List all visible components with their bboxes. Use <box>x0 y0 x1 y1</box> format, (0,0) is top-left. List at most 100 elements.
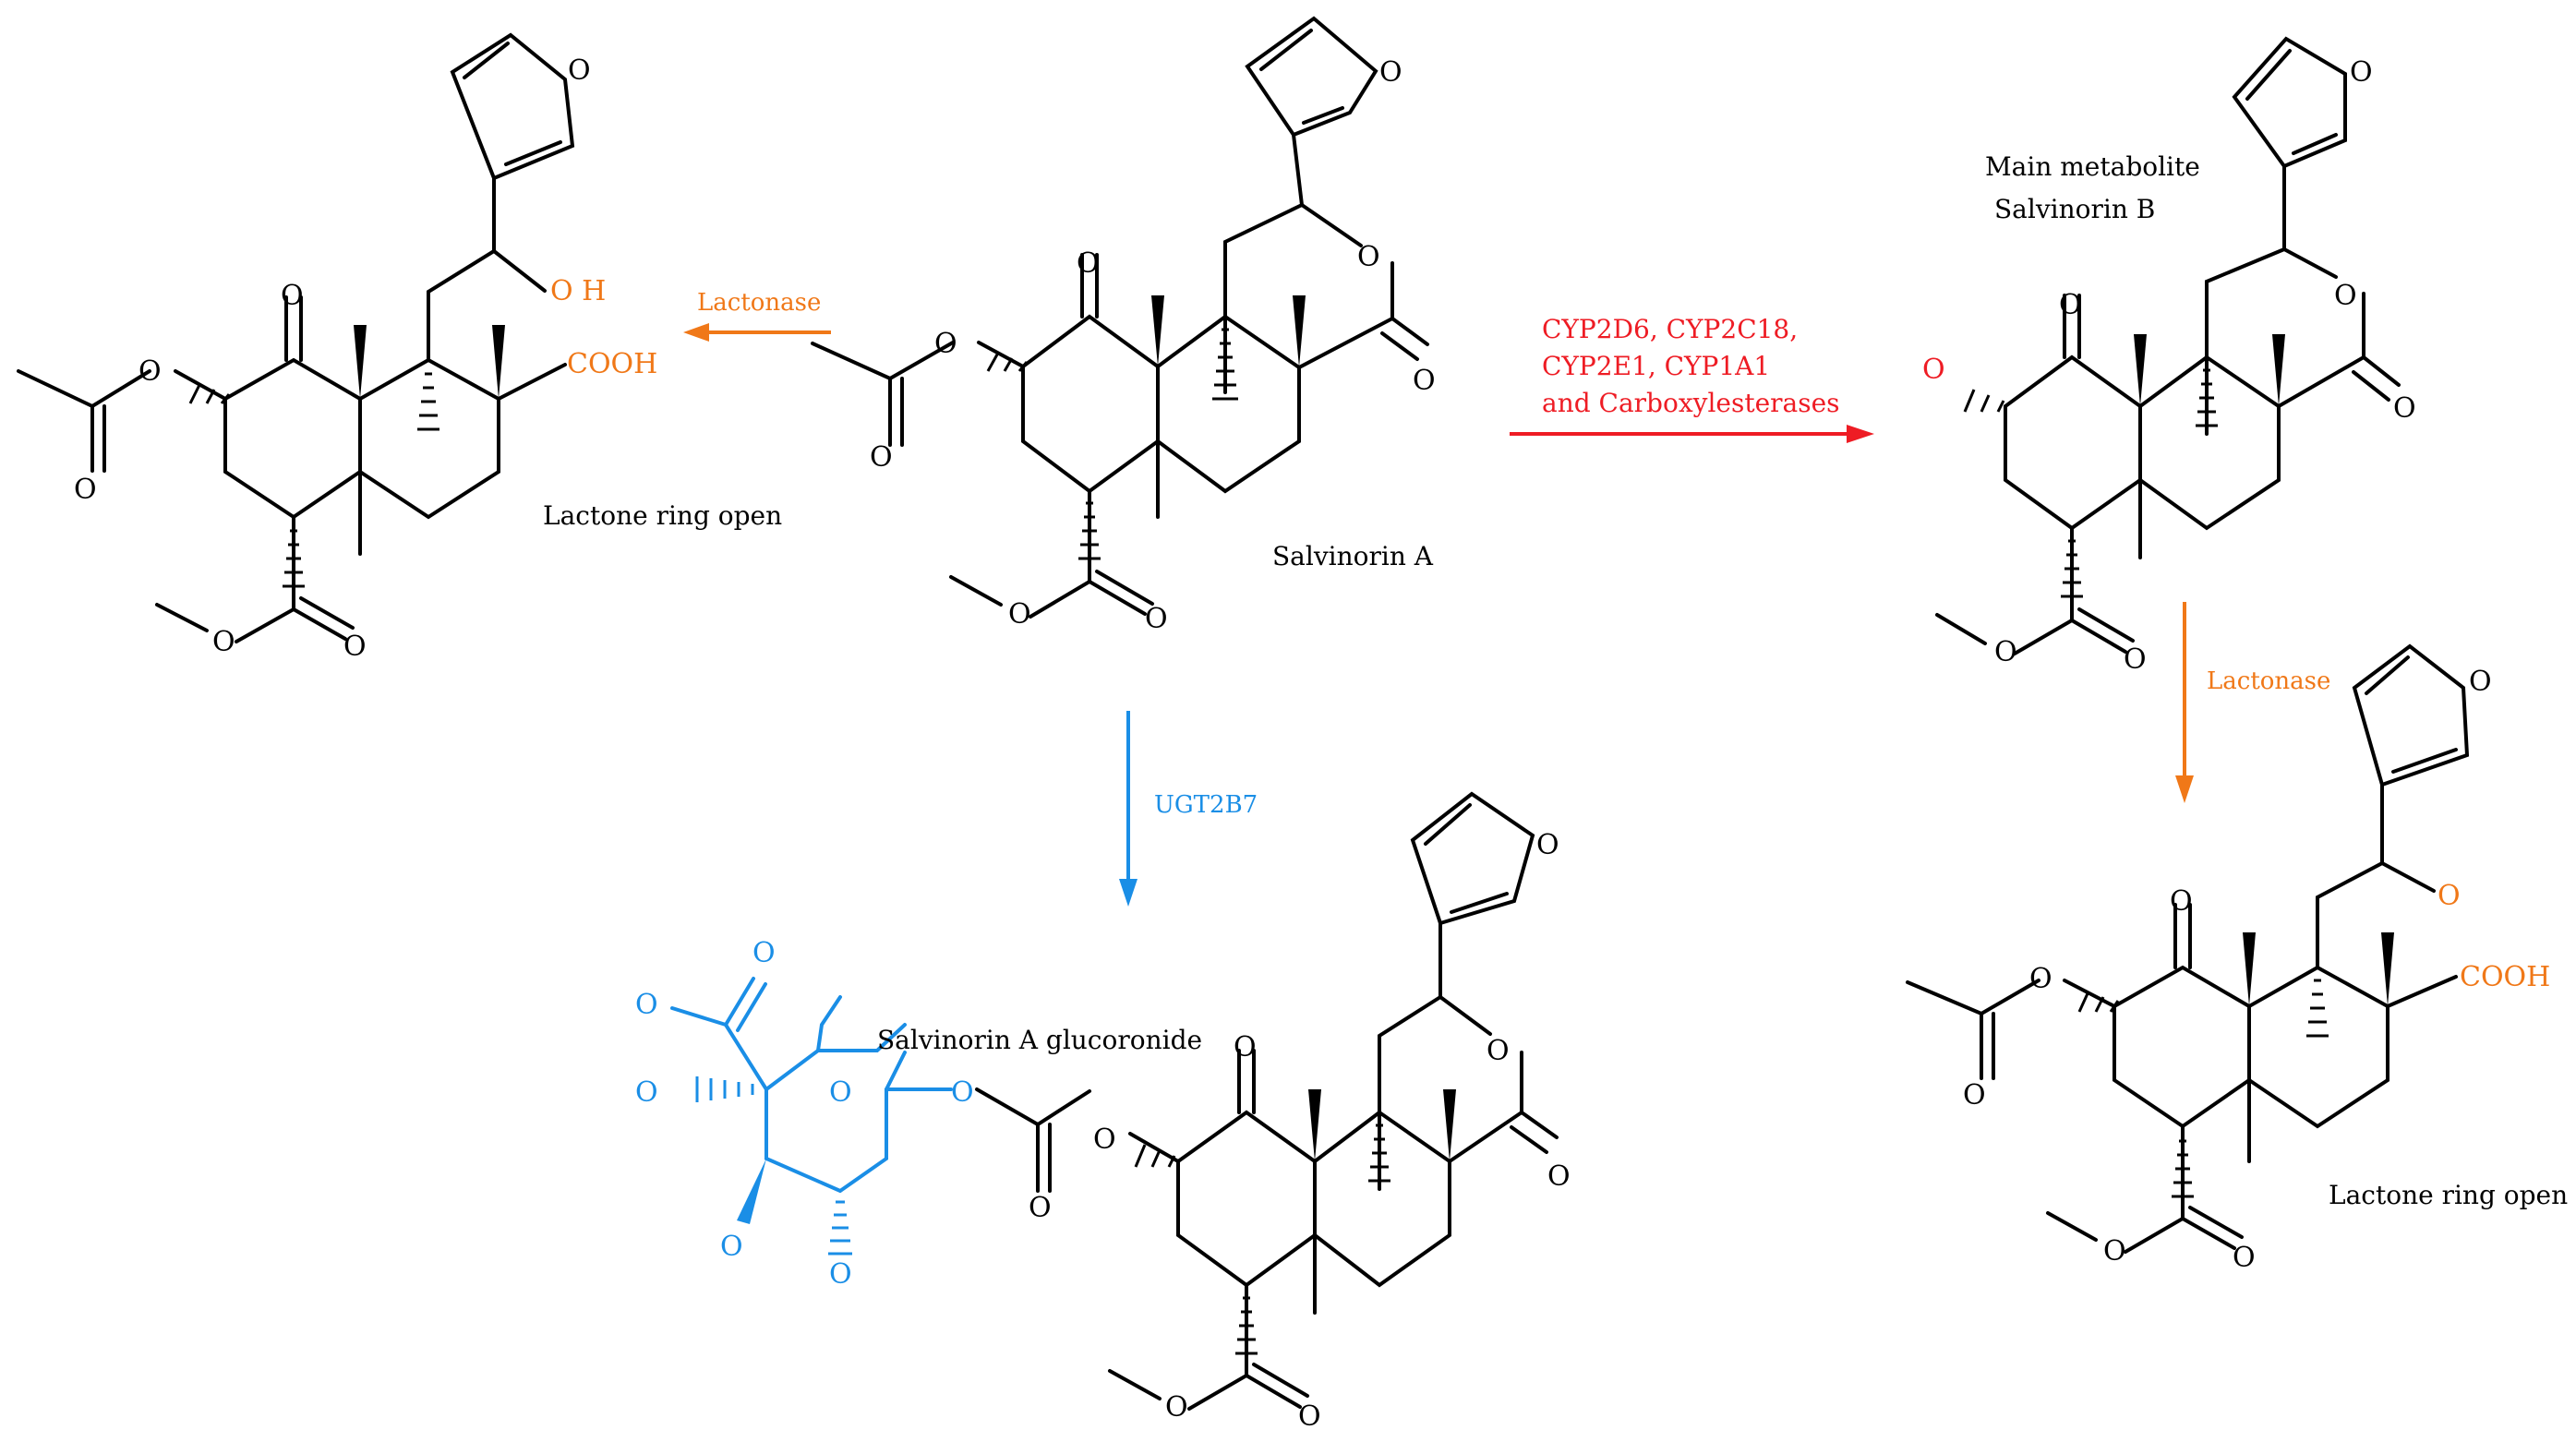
lactonase-right-label: Lactonase <box>2207 667 2330 695</box>
cooh-bond <box>2386 975 2458 1008</box>
atom-o: O <box>2334 280 2357 312</box>
furan-ring <box>2352 643 2470 787</box>
glucuronide-structure: O O O O O O O <box>635 791 1571 1433</box>
atom-o: O <box>870 441 893 474</box>
salvinorin-a-label: Salvinorin A <box>1272 541 1434 571</box>
lactone-ring <box>1223 203 1394 370</box>
atom-o: O <box>752 937 776 969</box>
ring-c <box>2247 966 2389 1129</box>
salvinorin-b-wedges <box>2134 334 2285 406</box>
lactone-carbonyl <box>1510 1111 1559 1154</box>
ring-a-carbonyl <box>284 295 303 362</box>
atom-o: O <box>1357 241 1380 273</box>
lactone-open-right-wedges <box>2243 932 2394 1006</box>
cyp-line-2: CYP2E1, CYP1A1 <box>1542 351 1770 381</box>
atom-o: O <box>829 1258 852 1291</box>
acetate-chain <box>1906 979 2116 1080</box>
glucuronic-hashes <box>695 1076 852 1256</box>
atom-o: O <box>1487 1035 1510 1067</box>
salvinorin-a-wedges <box>1151 295 1306 367</box>
ring-b <box>2113 965 2251 1129</box>
atom-o: O <box>2059 289 2082 321</box>
furan-double-bond <box>463 42 562 166</box>
furan-ring <box>1410 791 1535 926</box>
lactone-open-left-atoms: O O O O O O O H COOH <box>74 54 657 663</box>
lactone-carbonyl <box>2352 355 2401 402</box>
ring-c <box>2138 355 2281 531</box>
sugar-ring-o <box>724 995 907 1091</box>
atom-o: O <box>568 54 591 87</box>
carboxyl <box>670 977 767 1032</box>
atom-o: O <box>2124 643 2147 676</box>
atom-o: O <box>635 1076 658 1109</box>
salvinorin-a-hashes <box>986 328 1238 560</box>
salvinorin-b-structure <box>1935 36 2401 655</box>
atom-o: O <box>1413 365 1436 397</box>
ring-c <box>358 358 500 520</box>
atom-o: O <box>2393 392 2416 425</box>
ring-a-ester <box>1128 1132 1180 1163</box>
ring-c <box>1156 315 1301 494</box>
atom-o: O <box>212 626 235 658</box>
atom-o: O <box>1008 598 1031 631</box>
glucuronide-wedges <box>1308 1089 1456 1161</box>
atom-o: O <box>1165 1391 1188 1424</box>
ring-b <box>1021 314 1160 494</box>
methyl-bonds <box>1313 1111 1381 1315</box>
salvinorin-b-hashes <box>1963 368 2218 598</box>
salvinorin-a-structure <box>811 16 1429 619</box>
furan-double-bond <box>1259 29 1344 125</box>
ring-o: O <box>829 1076 852 1109</box>
salvinorin-b-caption: Main metabolite Salvinorin B <box>1985 151 2200 224</box>
lactonase-left-label: Lactonase <box>697 289 821 317</box>
carbonate-link <box>975 1087 1091 1193</box>
lactone-open-right-label: Lactone ring open <box>2329 1180 2568 1210</box>
atom-o: O <box>934 328 957 360</box>
ring-a-carbonyl <box>2173 903 2192 969</box>
atom-o: O <box>2103 1235 2126 1268</box>
glucuronic-acid-part <box>670 977 953 1193</box>
hydroxyl-o: O <box>1922 354 1945 386</box>
lactone-carbonyl <box>1380 317 1429 361</box>
glucuronide-hashes <box>1134 1124 1390 1355</box>
side-chain <box>2316 783 2436 969</box>
atom-o: O <box>1234 1031 1257 1063</box>
ring-c <box>1313 1111 1451 1288</box>
atom-o: O <box>1547 1160 1571 1193</box>
lactone-open-right-structure <box>1906 643 2470 1254</box>
methyl-ester <box>1935 526 2135 655</box>
salvinorin-a-part <box>975 791 1559 1411</box>
lactone-ring <box>2205 247 2365 409</box>
lactone-open-right-atoms: O O O O O O O COOH <box>1963 666 2550 1274</box>
ring-a-carbonyl <box>1237 1049 1256 1114</box>
methyl-ester <box>1108 1283 1309 1411</box>
methyl-ester <box>2046 1124 2244 1254</box>
ugt-label: UGT2B7 <box>1154 791 1258 819</box>
atom-o: O <box>343 631 367 663</box>
ring-b <box>223 357 362 520</box>
glucuronide-label: Salvinorin A glucoronide <box>877 1025 1202 1055</box>
furan-ring <box>1245 16 1378 138</box>
furan-double-bond <box>2245 49 2338 155</box>
atom-o: O <box>951 1076 974 1109</box>
methyl-ester <box>949 489 1154 619</box>
glucuronic-wedges <box>737 1159 766 1224</box>
lactone-open-left-label: Lactone ring open <box>543 500 782 531</box>
atom-o: O <box>720 1231 743 1263</box>
lactone-open-left-structure <box>17 32 575 643</box>
atom-o: O <box>1994 636 2017 668</box>
atom-o: O <box>2469 666 2492 698</box>
atom-o: O <box>2029 963 2052 995</box>
atom-o: O <box>2350 56 2373 89</box>
atom-o: O <box>1379 56 1402 89</box>
lactonase-right-arrow <box>2175 602 2194 803</box>
cooh-label: COOH <box>567 348 657 380</box>
atom-o: O <box>1145 603 1168 635</box>
ring-a-carbonyl <box>2063 294 2081 359</box>
methyl-bonds <box>2138 355 2209 559</box>
cyp-enzymes: CYP2D6, CYP2C18, CYP2E1, CYP1A1 and Carb… <box>1542 314 1840 418</box>
salvinorin-a-atoms: O O O O O O O O <box>870 56 1436 635</box>
cooh-bond <box>497 363 567 401</box>
ring-a-carbonyl <box>1080 253 1099 318</box>
